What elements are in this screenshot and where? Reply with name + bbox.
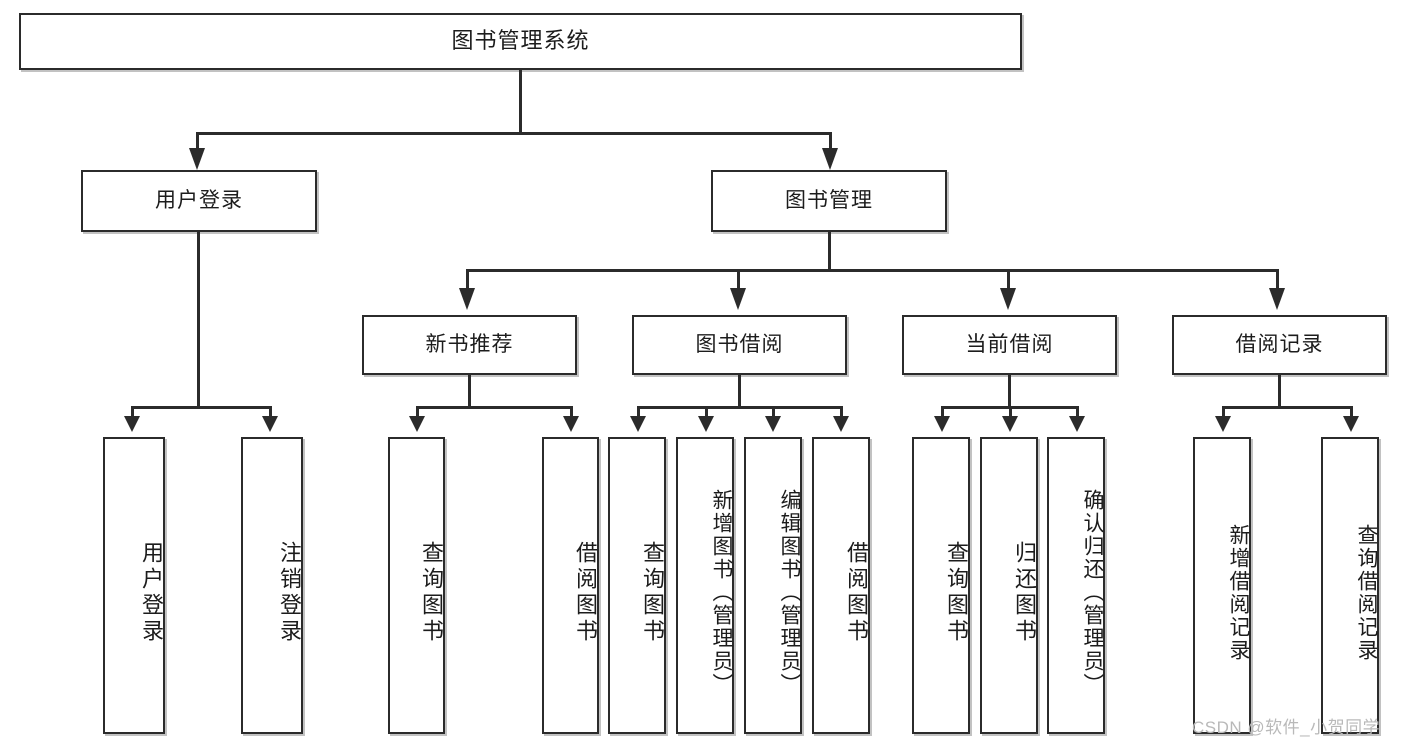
arrow-to-leaf-bb-borrow-book <box>833 416 849 432</box>
connector-level2-bus <box>466 269 1279 272</box>
arrow-to-book-manage <box>822 148 838 170</box>
csdn-watermark: CSDN @软件_小贺同学 <box>1192 718 1381 737</box>
connector-current-borrow-drop-3 <box>1076 406 1079 416</box>
connector-book-borrow-drop-2 <box>705 406 708 416</box>
arrow-to-leaf-nb-borrow-book <box>563 416 579 432</box>
arrow-to-leaf-cb-confirm-return <box>1069 416 1085 432</box>
arrow-to-new-book-recommend <box>459 288 475 310</box>
arrow-to-leaf-user-login <box>124 416 140 432</box>
connector-borrow-record-bus <box>1222 406 1353 409</box>
arrow-to-leaf-nb-query-book <box>409 416 425 432</box>
connector-current-borrow-drop-2 <box>1009 406 1012 416</box>
connector-user-login-drop-left <box>131 406 134 416</box>
node-book-borrow[interactable]: 图书借阅 <box>632 315 847 375</box>
connector-level2-drop-1 <box>466 269 469 289</box>
arrow-to-leaf-bb-query-book <box>630 416 646 432</box>
leaf-cb-query-book[interactable]: 查询图书 <box>912 437 970 734</box>
leaf-br-query-record[interactable]: 查询借阅记录 <box>1321 437 1379 734</box>
connector-root-drop-left <box>196 132 199 152</box>
node-user-login[interactable]: 用户登录 <box>81 170 317 232</box>
arrow-to-leaf-bb-edit-book <box>765 416 781 432</box>
leaf-logout[interactable]: 注销登录 <box>241 437 303 734</box>
connector-borrow-record-stem <box>1278 375 1281 406</box>
connector-user-login-stem <box>197 232 200 409</box>
leaf-bb-edit-book[interactable]: 编辑图书（管理员） <box>744 437 802 734</box>
connector-new-book-bus <box>416 406 573 409</box>
leaf-nb-query-book[interactable]: 查询图书 <box>388 437 445 734</box>
connector-book-borrow-drop-1 <box>637 406 640 416</box>
connector-new-book-drop-2 <box>570 406 573 416</box>
arrow-to-leaf-br-query-record <box>1343 416 1359 432</box>
connector-level2-drop-3 <box>1007 269 1010 289</box>
arrow-to-borrow-record <box>1269 288 1285 310</box>
connector-level2-drop-4 <box>1276 269 1279 289</box>
connector-book-borrow-stem <box>738 375 741 406</box>
connector-root-bus <box>196 132 832 135</box>
arrow-to-leaf-logout <box>262 416 278 432</box>
leaf-cb-return-book[interactable]: 归还图书 <box>980 437 1038 734</box>
connector-book-borrow-drop-4 <box>840 406 843 416</box>
arrow-to-leaf-br-add-record <box>1215 416 1231 432</box>
leaf-bb-borrow-book[interactable]: 借阅图书 <box>812 437 870 734</box>
arrow-to-leaf-bb-add-book <box>698 416 714 432</box>
connector-user-login-drop-right <box>269 406 272 416</box>
connector-level2-drop-2 <box>737 269 740 289</box>
leaf-cb-confirm-return[interactable]: 确认归还（管理员） <box>1047 437 1105 734</box>
connector-new-book-drop-1 <box>416 406 419 416</box>
connector-user-login-bus <box>131 406 272 409</box>
arrow-to-leaf-cb-query-book <box>934 416 950 432</box>
node-book-management[interactable]: 图书管理 <box>711 170 947 232</box>
arrow-to-book-borrow <box>730 288 746 310</box>
connector-new-book-stem <box>468 375 471 406</box>
connector-book-borrow-drop-3 <box>772 406 775 416</box>
node-root-system[interactable]: 图书管理系统 <box>19 13 1022 70</box>
arrow-to-current-borrow <box>1000 288 1016 310</box>
node-current-borrow[interactable]: 当前借阅 <box>902 315 1117 375</box>
leaf-br-add-record[interactable]: 新增借阅记录 <box>1193 437 1251 734</box>
connector-current-borrow-stem <box>1008 375 1011 406</box>
node-borrow-record[interactable]: 借阅记录 <box>1172 315 1387 375</box>
node-new-book-recommend[interactable]: 新书推荐 <box>362 315 577 375</box>
connector-book-management-stem <box>828 232 831 271</box>
connector-book-borrow-bus <box>637 406 843 409</box>
connector-root-drop-right <box>829 132 832 152</box>
leaf-bb-add-book[interactable]: 新增图书（管理员） <box>676 437 734 734</box>
connector-root-stem <box>519 70 522 132</box>
connector-borrow-record-drop-2 <box>1350 406 1353 416</box>
arrow-to-user-login <box>189 148 205 170</box>
connector-current-borrow-drop-1 <box>941 406 944 416</box>
leaf-bb-query-book[interactable]: 查询图书 <box>608 437 666 734</box>
arrow-to-leaf-cb-return-book <box>1002 416 1018 432</box>
connector-borrow-record-drop-1 <box>1222 406 1225 416</box>
leaf-nb-borrow-book[interactable]: 借阅图书 <box>542 437 599 734</box>
leaf-user-login[interactable]: 用户登录 <box>103 437 165 734</box>
